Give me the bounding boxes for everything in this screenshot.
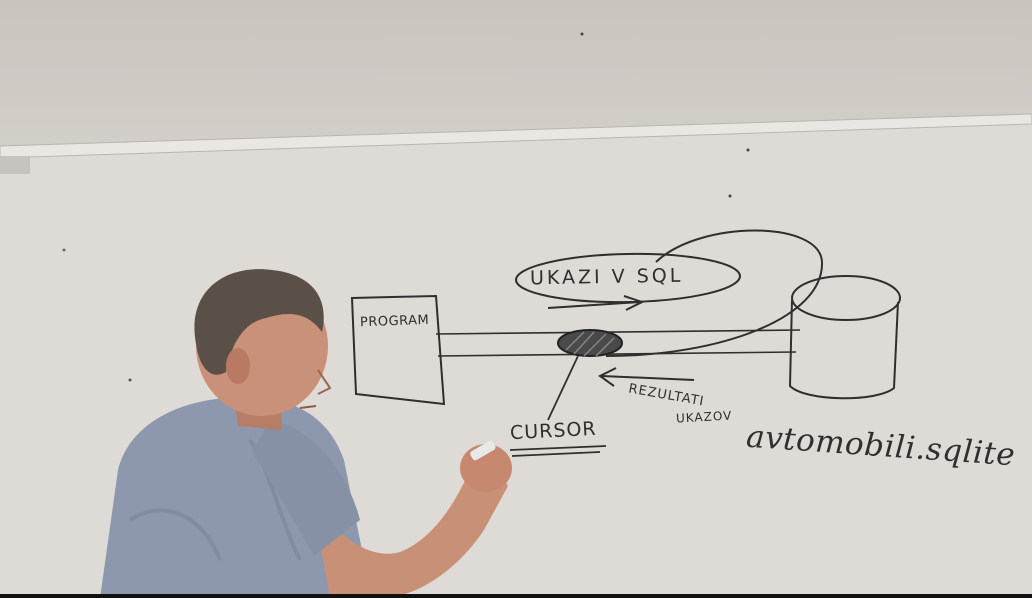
marker [470, 440, 496, 461]
program-box [350, 294, 446, 406]
results-arrow [598, 367, 695, 387]
cursor-pointer [547, 355, 579, 421]
connection-line-top [435, 329, 801, 335]
arm [312, 462, 508, 598]
cursor-blob [557, 329, 623, 357]
whiteboard-frame [0, 113, 1032, 159]
cursor-label: CURSOR [509, 417, 598, 445]
cursor-underline [509, 445, 607, 457]
sleeve [252, 420, 360, 556]
loop-to-database [605, 229, 824, 357]
lecturer [100, 269, 512, 598]
sql-commands-label: UKAZI V SQL [529, 264, 684, 290]
program-label: PROGRAM [359, 312, 430, 331]
database-top [791, 275, 901, 321]
database-body [788, 299, 899, 400]
results-label-line2: UKAZOV [675, 408, 733, 426]
sql-arrow [547, 295, 645, 311]
video-bottom-edge [0, 594, 1032, 598]
connection-line-bottom [437, 351, 797, 357]
hair [194, 269, 324, 375]
frame-clip [0, 156, 30, 174]
